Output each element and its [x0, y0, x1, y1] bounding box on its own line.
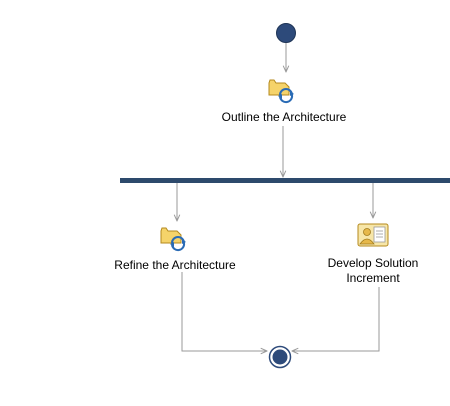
- edge-refine-to-end[interactable]: [181, 272, 267, 351]
- task-icon[interactable]: [357, 223, 389, 247]
- iteration-activity-icon[interactable]: [268, 79, 294, 104]
- final-node[interactable]: [268, 345, 292, 369]
- fork-bar[interactable]: [120, 178, 450, 183]
- iteration-activity-icon[interactable]: [160, 227, 186, 252]
- activity-label-refine: Refine the Architecture: [114, 258, 236, 272]
- edges: [177, 43, 380, 351]
- task-label-develop: Develop Solution Increment: [327, 256, 419, 285]
- initial-node[interactable]: [276, 23, 296, 43]
- activity-label-outline: Outline the Architecture: [221, 110, 347, 124]
- edge-develop-to-end[interactable]: [292, 287, 380, 351]
